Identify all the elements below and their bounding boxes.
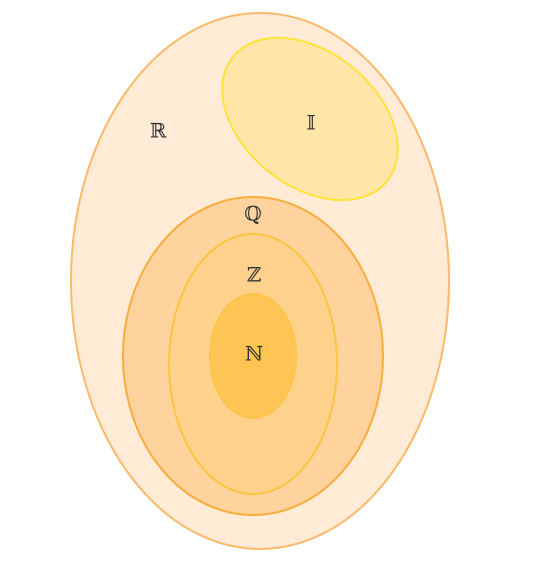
natural-numbers-label: ℕ <box>245 342 263 366</box>
irrational-numbers-label: 𝕀 <box>306 111 315 135</box>
natural-numbers-region <box>209 293 297 419</box>
rational-numbers-label: ℚ <box>244 202 261 226</box>
real-numbers-label: ℝ <box>150 119 167 143</box>
integers-label: ℤ <box>247 263 262 287</box>
irrational-numbers-region <box>221 36 399 202</box>
